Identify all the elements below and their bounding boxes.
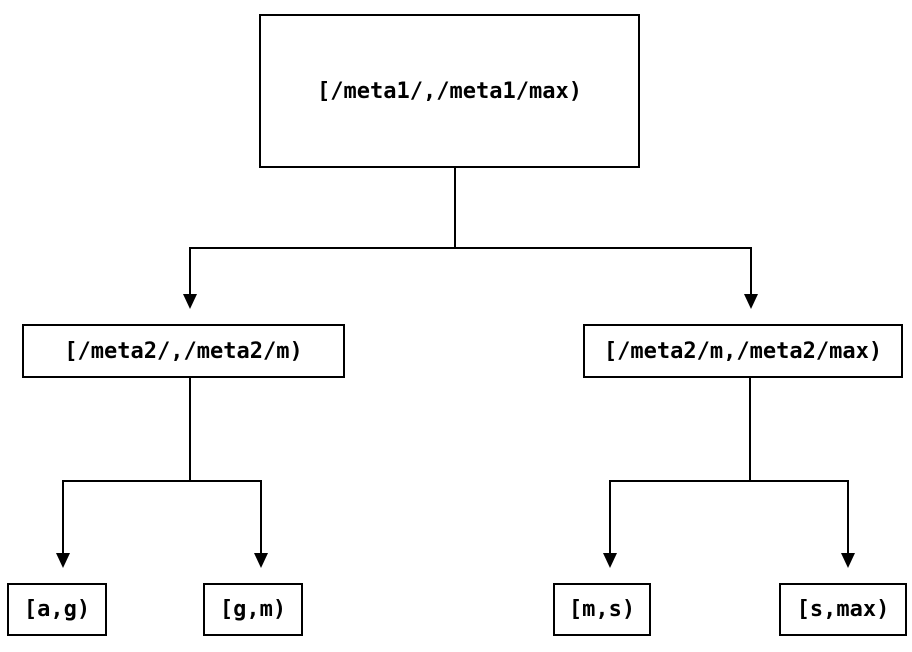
arrowhead-down-icon [744,294,758,309]
node-leaf-m-s-label: [m,s) [568,597,636,622]
node-right-label: [/meta2/m,/meta2/max) [603,338,883,364]
node-right-subtree: [/meta2/m,/meta2/max) [583,324,903,378]
arrowhead-down-icon [841,553,855,568]
node-leaf-s-max: [s,max) [779,583,907,636]
node-left-label: [/meta2/,/meta2/m) [64,338,303,364]
node-root: [/meta1/,/meta1/max) [259,14,640,168]
arrowhead-down-icon [183,294,197,309]
arrowhead-down-icon [603,553,617,568]
node-leaf-m-s: [m,s) [553,583,651,636]
node-leaf-s-max-label: [s,max) [796,597,890,622]
node-left-subtree: [/meta2/,/meta2/m) [22,324,345,378]
node-leaf-a-g-label: [a,g) [23,597,91,622]
arrowhead-down-icon [56,553,70,568]
arrowhead-down-icon [254,553,268,568]
node-leaf-g-m-label: [g,m) [219,597,287,622]
node-leaf-g-m: [g,m) [203,583,303,636]
node-root-label: [/meta1/,/meta1/max) [317,78,582,104]
node-leaf-a-g: [a,g) [7,583,107,636]
